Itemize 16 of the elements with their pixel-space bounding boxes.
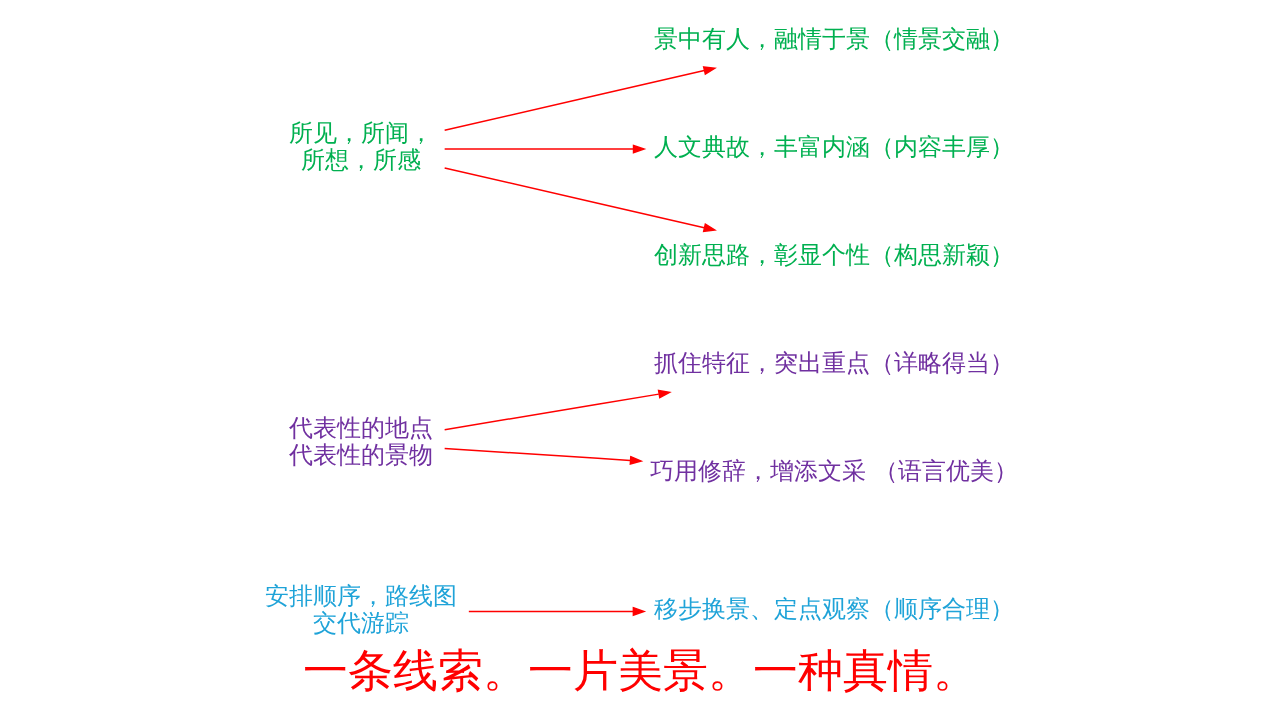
node-text: 创新思路，彰显个性（构思新颖） (653, 240, 1014, 269)
node-text: 景中有人，融情于景（情景交融） (653, 24, 1014, 53)
node-text: 移步换景、定点观察（顺序合理） (653, 595, 1014, 624)
node-text: 代表性的地点代表性的景物 (288, 413, 433, 469)
node-text: 巧用修辞，增添文采 （语言优美） (649, 457, 1018, 486)
arrow (443, 167, 717, 233)
node-text: 人文典故，丰富内涵（内容丰厚） (653, 132, 1014, 161)
arrow (443, 144, 646, 154)
node-text: 抓住特征，突出重点（详略得当） (653, 348, 1014, 377)
node-text: 安排顺序，路线图交代游踪 (264, 581, 457, 637)
arrow (443, 66, 717, 132)
caption: 一条线索。一片美景。一种真情。 (302, 644, 978, 698)
arrow (443, 389, 672, 431)
arrow (467, 606, 646, 617)
arrow (443, 447, 643, 466)
node-text: 所见，所闻，所想，所感 (288, 119, 433, 175)
